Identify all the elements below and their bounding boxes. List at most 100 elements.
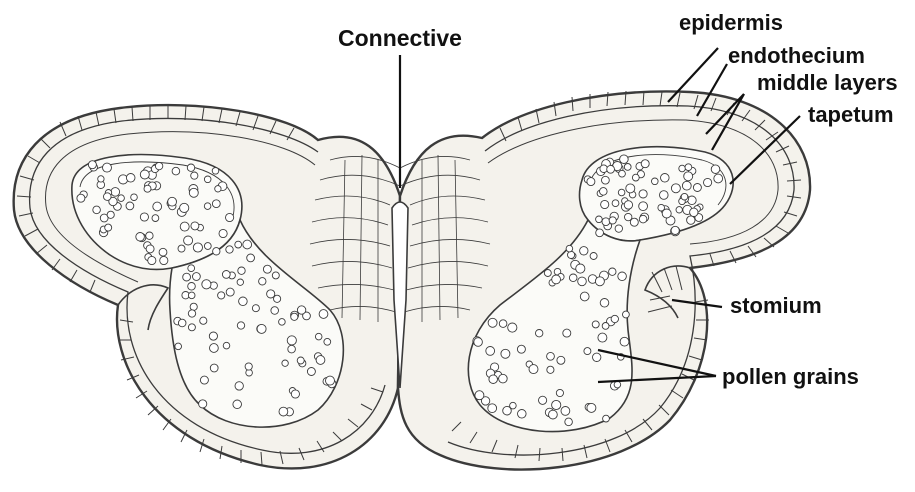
pollen-grain (190, 303, 197, 310)
pollen-grain (600, 299, 609, 308)
pollen-grain (126, 174, 135, 183)
pollen-grain (210, 344, 219, 353)
pollen-grain (191, 222, 199, 230)
pollen-grain (188, 292, 195, 299)
pollen-grain (238, 267, 245, 274)
pollen-grain (607, 165, 615, 173)
pollen-grain (233, 400, 242, 409)
pollen-grain (563, 329, 571, 337)
pollen-grain (222, 271, 230, 279)
pollen-grain (565, 418, 573, 426)
pollen-grain (189, 188, 198, 197)
pollen-grain (212, 168, 219, 175)
pollen-grain (660, 191, 669, 200)
pollen-grain (690, 208, 698, 216)
pollen-grain (237, 322, 244, 329)
pollen-grain (489, 375, 498, 384)
pollen-grain (499, 374, 508, 383)
pollen-grain (319, 310, 328, 319)
pollen-grain (326, 376, 335, 385)
pollen-grain (315, 333, 322, 340)
pollen-grain (178, 245, 185, 252)
pollen-grain (486, 347, 495, 356)
pollen-grain (561, 407, 570, 416)
pollen-grain (475, 391, 484, 400)
pollen-grain (544, 270, 551, 277)
pollen-grain (587, 403, 596, 412)
pollen-grain (247, 254, 255, 262)
pollen-grain (600, 188, 608, 196)
pollen-grain (626, 184, 635, 193)
pollen-grain (618, 189, 625, 196)
pollen-grain (539, 396, 547, 404)
pollen-grain (566, 245, 573, 252)
pollen-grain (598, 333, 607, 342)
pollen-grain (587, 178, 595, 186)
pollen-grain (237, 279, 243, 285)
pollen-grain (136, 233, 145, 242)
pollen-grain (685, 164, 692, 171)
pollen-grain (578, 277, 587, 286)
pollen-grain (568, 251, 575, 258)
pollen-grain (297, 306, 305, 314)
pollen-grain (488, 404, 497, 413)
pollen-grain (107, 211, 114, 218)
pollen-grains-label: pollen grains (722, 364, 859, 389)
pollen-grain (547, 366, 554, 373)
pollen-grain (239, 297, 248, 306)
pollen-grain (714, 174, 723, 183)
pollen-grain (609, 217, 616, 224)
pollen-grain (595, 277, 604, 286)
pollen-grain (272, 272, 279, 279)
pollen-grain (140, 213, 148, 221)
pollen-grain (474, 338, 483, 347)
pollen-grain (576, 264, 585, 273)
pollen-grain (684, 172, 693, 181)
pollen-grain (184, 236, 193, 245)
pollen-grain (178, 319, 186, 327)
pollen-grain (200, 317, 207, 324)
pollen-grain (641, 160, 649, 168)
pollen-grain (153, 202, 162, 211)
pollen-grain (623, 311, 630, 318)
pollen-grain (172, 167, 180, 175)
pollen-grain (199, 400, 207, 408)
pollen-grain (200, 376, 208, 384)
pollen-grain (632, 174, 639, 181)
pollen-grain (104, 193, 112, 201)
pollen-grain (580, 292, 589, 301)
pollen-grain (603, 415, 610, 422)
pollen-grain (602, 218, 610, 226)
pollen-grain (517, 345, 525, 353)
epidermis-label: epidermis (679, 10, 783, 35)
pollen-grain (168, 197, 177, 206)
pollen-grain (188, 283, 196, 291)
pollen-grain (279, 407, 288, 416)
pollen-grain (639, 215, 647, 223)
pollen-grain (204, 243, 211, 250)
pollen-grain (508, 323, 517, 332)
pollen-grain (118, 195, 125, 202)
pollen-grain (596, 229, 604, 237)
pollen-grain (518, 410, 527, 419)
pollen-grain (624, 201, 632, 209)
pollen-grain (547, 352, 555, 360)
pollen-grain (639, 190, 647, 198)
pollen-grain (202, 280, 211, 289)
pollen-grain (536, 330, 543, 337)
pollen-grain (140, 170, 149, 179)
pollen-grain (704, 178, 712, 186)
pollen-grain (291, 313, 298, 320)
pollen-grain (602, 176, 610, 184)
pollen-grain (274, 295, 281, 302)
pollen-grain (620, 337, 629, 346)
pollen-grain (243, 240, 252, 249)
pollen-grain (226, 246, 233, 253)
pollen-grain (630, 218, 638, 226)
pollen-grain (215, 186, 221, 192)
pollen-grain (596, 216, 603, 223)
pollen-grain (609, 268, 616, 275)
pollen-grain (658, 204, 665, 211)
stomium-label: stomium (730, 293, 822, 318)
pollen-grain (245, 363, 252, 370)
